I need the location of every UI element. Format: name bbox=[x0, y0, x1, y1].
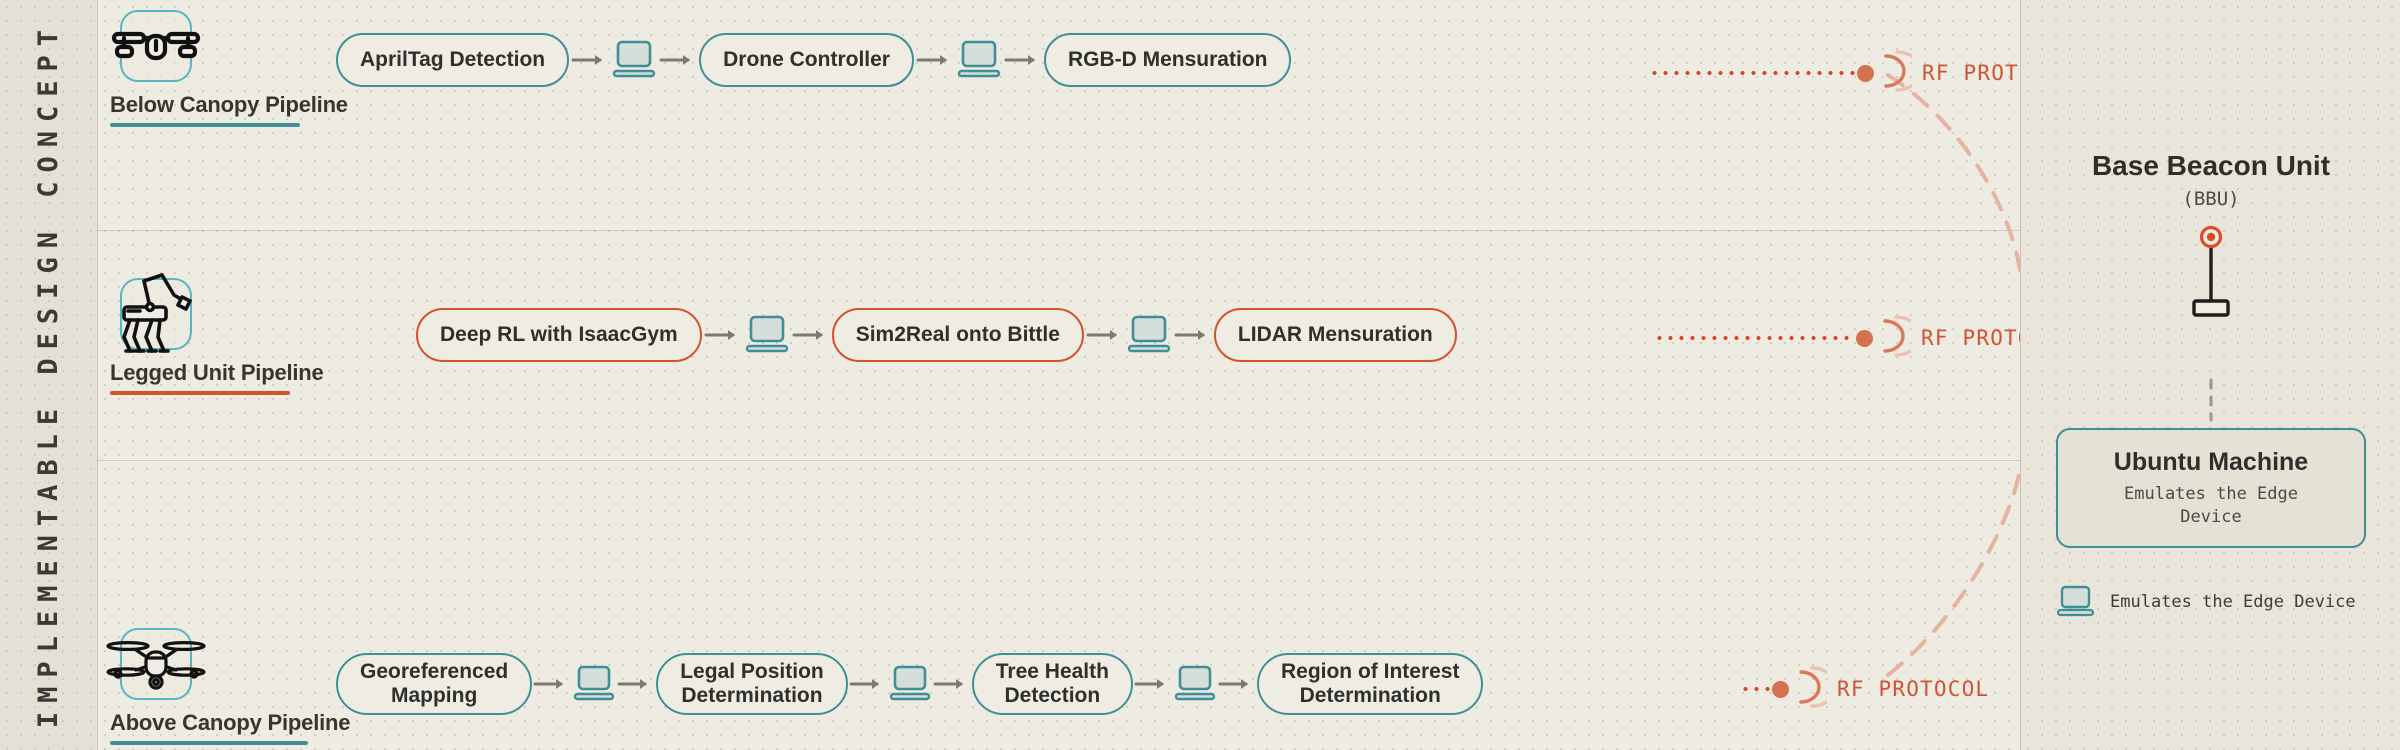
rf-endpoint-dot bbox=[1772, 680, 1789, 698]
pipeline-underline bbox=[110, 391, 290, 395]
quadcopter-top-icon bbox=[106, 628, 206, 700]
pipeline-row-above-canopy: Above Canopy Pipeline Georeferenced Mapp… bbox=[98, 460, 2020, 745]
pipeline-node[interactable]: Deep RL with IsaacGym bbox=[416, 308, 702, 362]
flow-arrow-icon bbox=[914, 52, 956, 68]
pipeline-node[interactable]: LIDAR Mensuration bbox=[1213, 308, 1457, 362]
flow-arrow-icon bbox=[616, 676, 656, 692]
flow-arrow-icon bbox=[702, 327, 744, 343]
pipeline-head-below-canopy: Below Canopy Pipeline bbox=[110, 10, 348, 127]
rf-dotted-link bbox=[1654, 336, 1854, 340]
flow-arrow-icon bbox=[532, 676, 572, 692]
pipeline-flow-above-canopy: Georeferenced Mapping Legal Position Det… bbox=[336, 653, 1484, 715]
rf-protocol-above-canopy: RF PROTOCOL bbox=[1740, 662, 1989, 716]
rf-waves-icon bbox=[1793, 664, 1838, 715]
pipeline-label: Legged Unit Pipeline bbox=[110, 360, 324, 385]
antenna-beacon-icon bbox=[2021, 225, 2400, 325]
rf-protocol-below-canopy: RF PROTOCOL bbox=[1649, 46, 2074, 100]
pipeline-row-below-canopy: Below Canopy Pipeline AprilTag Detection bbox=[98, 0, 2073, 230]
pipeline-flow-legged-unit: Deep RL with IsaacGym Sim2Real onto Bitt… bbox=[416, 308, 1457, 362]
pipeline-underline bbox=[110, 123, 300, 127]
flow-arrow-icon bbox=[790, 327, 832, 343]
row-divider bbox=[98, 460, 2020, 461]
pipeline-node[interactable]: Sim2Real onto Bittle bbox=[831, 308, 1084, 362]
pipeline-head-legged-unit: Legged Unit Pipeline bbox=[110, 273, 324, 395]
laptop-icon bbox=[1173, 663, 1217, 705]
pipeline-row-legged-unit: Legged Unit Pipeline Deep RL with IsaacG… bbox=[98, 230, 2072, 460]
pipeline-node[interactable]: Georeferenced Mapping bbox=[336, 653, 533, 715]
pipeline-node[interactable]: AprilTag Detection bbox=[336, 33, 570, 87]
sidebar: IMPLEMENTABLE DESIGN CONCEPT bbox=[0, 0, 98, 750]
pipeline-node[interactable]: Tree Health Detection bbox=[971, 653, 1133, 715]
pipelines-canvas: Below Canopy Pipeline AprilTag Detection bbox=[98, 0, 2073, 750]
pipeline-node[interactable]: RGB-D Mensuration bbox=[1043, 33, 1292, 87]
row-divider bbox=[98, 230, 2020, 231]
pipeline-label: Below Canopy Pipeline bbox=[110, 92, 348, 117]
flow-arrow-icon bbox=[1002, 52, 1044, 68]
rf-protocol-legged-unit: RF PROTOCOL bbox=[1654, 311, 2073, 365]
laptop-icon bbox=[572, 663, 616, 705]
laptop-icon bbox=[888, 663, 932, 705]
laptop-icon bbox=[1126, 314, 1172, 356]
flow-arrow-icon bbox=[1217, 676, 1257, 692]
legend-text: Emulates the Edge Device bbox=[2110, 592, 2356, 612]
rf-protocol-label: RF PROTOCOL bbox=[1837, 677, 1990, 701]
flow-arrow-icon bbox=[932, 676, 972, 692]
page-title: IMPLEMENTABLE DESIGN CONCEPT bbox=[33, 21, 64, 729]
rf-endpoint-dot bbox=[1857, 64, 1874, 82]
rf-waves-icon bbox=[1878, 48, 1923, 99]
quadruped-robot-icon bbox=[120, 273, 192, 353]
bbu-title: Base Beacon Unit bbox=[2091, 150, 2331, 181]
laptop-icon bbox=[744, 314, 790, 356]
pipeline-underline bbox=[110, 741, 308, 745]
pipeline-head-above-canopy: Above Canopy Pipeline bbox=[106, 628, 350, 745]
flow-arrow-icon bbox=[1133, 676, 1173, 692]
rf-dotted-link bbox=[1740, 687, 1770, 691]
pipeline-node[interactable]: Drone Controller bbox=[699, 33, 914, 87]
laptop-icon bbox=[2056, 585, 2096, 619]
rf-waves-icon bbox=[1877, 313, 1922, 364]
flow-arrow-icon bbox=[1084, 327, 1126, 343]
quadcopter-side-icon bbox=[111, 10, 201, 82]
pipeline-label: Above Canopy Pipeline bbox=[110, 710, 351, 735]
bbu-dashed-connector bbox=[2021, 378, 2400, 422]
laptop-icon bbox=[611, 39, 657, 81]
flow-arrow-icon bbox=[848, 676, 888, 692]
flow-arrow-icon bbox=[1172, 327, 1214, 343]
rf-endpoint-dot bbox=[1856, 329, 1873, 347]
flow-arrow-icon bbox=[657, 52, 699, 68]
ubuntu-machine-box[interactable]: Ubuntu Machine Emulates the Edge Device bbox=[2056, 428, 2366, 548]
pipeline-node[interactable]: Legal Position Determination bbox=[656, 653, 848, 715]
base-beacon-unit-panel: Base Beacon Unit (BBU) Ubuntu Machine Em… bbox=[2020, 0, 2400, 750]
pipeline-node[interactable]: Region of Interest Determination bbox=[1256, 653, 1484, 715]
bbu-subtitle: (BBU) bbox=[2182, 188, 2240, 210]
ubuntu-machine-description: Emulates the Edge Device bbox=[2124, 484, 2298, 527]
rf-dotted-link bbox=[1649, 71, 1855, 75]
pipeline-flow-below-canopy: AprilTag Detection Drone Controller bbox=[336, 33, 1292, 87]
flow-arrow-icon bbox=[569, 52, 611, 68]
legend: Emulates the Edge Device bbox=[2056, 585, 2356, 619]
laptop-icon bbox=[956, 39, 1002, 81]
ubuntu-machine-name: Ubuntu Machine bbox=[2113, 448, 2309, 477]
